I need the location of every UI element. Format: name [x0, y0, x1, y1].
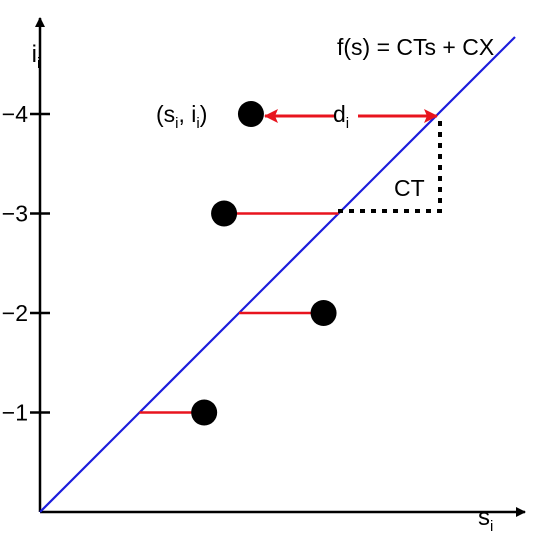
- y-tick-label: −2: [2, 300, 28, 326]
- ct-step-lines: [338, 116, 442, 213]
- point-label: (si, ii): [156, 101, 207, 132]
- ct-label: CT: [394, 175, 425, 201]
- y-axis-label: ii: [32, 41, 41, 72]
- distance-label: di: [333, 101, 349, 132]
- data-point: [191, 399, 218, 426]
- x-axis-label: si: [478, 504, 493, 535]
- data-point: [237, 101, 264, 127]
- fit-line: [39, 36, 516, 513]
- data-points: [191, 101, 337, 426]
- y-tick-label: −3: [2, 201, 28, 227]
- function-label: f(s) = CTs + CX: [337, 34, 494, 60]
- data-point: [211, 200, 238, 227]
- y-tick-label: −1: [2, 400, 28, 426]
- y-ticks: −1 −2 −3 −4: [2, 101, 50, 426]
- y-tick-label: −4: [2, 101, 28, 127]
- data-point: [310, 300, 337, 326]
